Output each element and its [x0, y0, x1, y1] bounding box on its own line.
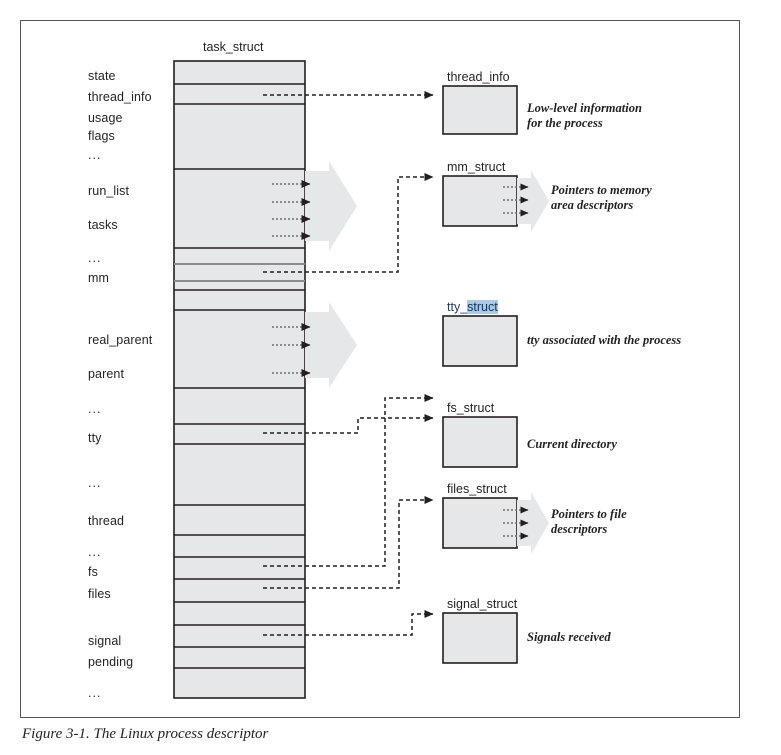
field-label-fs: fs [88, 565, 98, 579]
desc-fs-struct: Current directory [527, 437, 617, 451]
tty-selection-highlight: struct [467, 300, 498, 314]
figure-caption: Figure 3-1. The Linux process descriptor [22, 726, 269, 742]
struct-name-files-struct: files_struct [447, 482, 507, 496]
struct-name-thread-info: thread_info [447, 70, 510, 84]
field-label-signal: signal [88, 634, 122, 648]
field-label-ellipsis-3: ... [88, 402, 102, 416]
field-label-tty: tty [88, 431, 102, 445]
struct-name-signal-struct: signal_struct [447, 597, 518, 611]
struct-name-mm-struct: mm_struct [447, 160, 506, 174]
field-label-tasks: tasks [88, 218, 118, 232]
field-label-parent: parent [88, 367, 125, 381]
field-label-ellipsis-4: ... [88, 476, 102, 490]
desc-signal-struct: Signals received [527, 630, 611, 644]
field-label-files: files [88, 587, 111, 601]
field-label-usage: usage [88, 111, 123, 125]
field-label-mm: mm [88, 271, 110, 285]
field-label-thread-info: thread_info [88, 90, 152, 104]
field-label-thread: thread [88, 514, 125, 528]
field-label-state: state [88, 69, 116, 83]
field-label-ellipsis-5: ... [88, 545, 102, 559]
field-label-real-parent: real_parent [88, 333, 153, 347]
task-struct-title: task_struct [203, 40, 264, 54]
field-label-run-list: run_list [88, 184, 130, 198]
figure-frame [20, 20, 740, 718]
field-label-ellipsis-2: ... [88, 251, 102, 265]
field-label-ellipsis-1: ... [88, 148, 102, 162]
desc-tty-struct: tty associated with the process [527, 333, 682, 347]
field-label-flags: flags [88, 129, 115, 143]
struct-name-fs-struct: fs_struct [447, 401, 495, 415]
field-label-ellipsis-6: ... [88, 686, 102, 700]
struct-name-tty-struct[interactable]: tty_struct [447, 300, 498, 314]
field-label-pending: pending [88, 655, 134, 669]
tty-prefix: tty_ [447, 300, 468, 314]
